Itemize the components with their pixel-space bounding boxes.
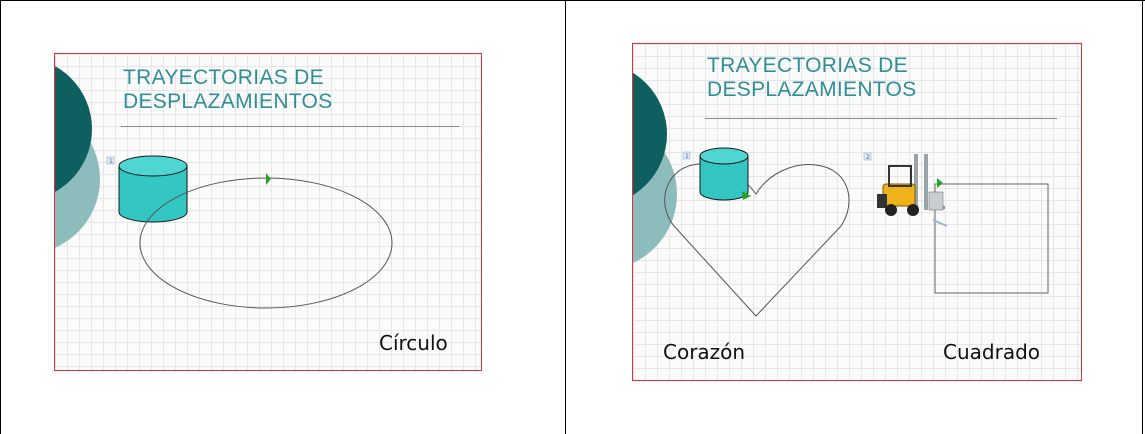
path-number-marker-icon [682,151,691,160]
decor-dark-circle-shape [55,66,92,192]
table-middle-border [565,0,566,434]
title-divider [705,118,1057,119]
forklift-icon [877,154,945,216]
path-start-marker-icon [742,191,751,200]
slide-circle: 1 TRAYECTORIAS DE DESPLAZAMIENTOS Círcul… [54,53,482,371]
path-number-marker-label: 2 [866,154,870,161]
slide-title-line-2: DESPLAZAMIENTOS [123,90,333,113]
heart-trajectory-path [664,163,850,317]
title-divider [121,126,459,127]
caption-square: Cuadrado [943,340,1041,364]
slide-heart-square-graphics: 1 2 [633,72,1049,317]
table-top-border [0,0,1145,1]
path-start-marker-icon [266,173,271,185]
slide-title-line-2: DESPLAZAMIENTOS [707,78,917,101]
table-right-border [1142,0,1143,434]
cylinder-icon [118,155,188,223]
path-start-marker-icon [937,178,943,188]
path-number-marker-icon [863,152,872,161]
path-number-marker-label: 1 [685,153,689,160]
path-number-marker-label: 1 [109,158,113,165]
caption-circle: Círculo [379,331,448,355]
slide-title-line-1: TRAYECTORIAS DE [707,54,908,77]
slide-title: TRAYECTORIAS DE DESPLAZAMIENTOS [123,66,333,114]
slide-circle-graphics: 1 [55,66,393,309]
square-trajectory-path [934,183,1049,294]
slide-heart-square: 1 2 TRAYECTORIAS DE DESPLAZAMIENTOS Cora… [632,43,1082,381]
cylinder-icon [699,147,749,201]
caption-heart: Corazón [663,340,746,364]
path-end-marker-icon [932,219,948,227]
path-number-marker-icon [106,156,115,165]
table-left-border [0,0,1,434]
slide-title-line-1: TRAYECTORIAS DE [123,66,324,89]
decor-dark-circle-shape [633,72,667,196]
slide-title: TRAYECTORIAS DE DESPLAZAMIENTOS [707,54,917,102]
